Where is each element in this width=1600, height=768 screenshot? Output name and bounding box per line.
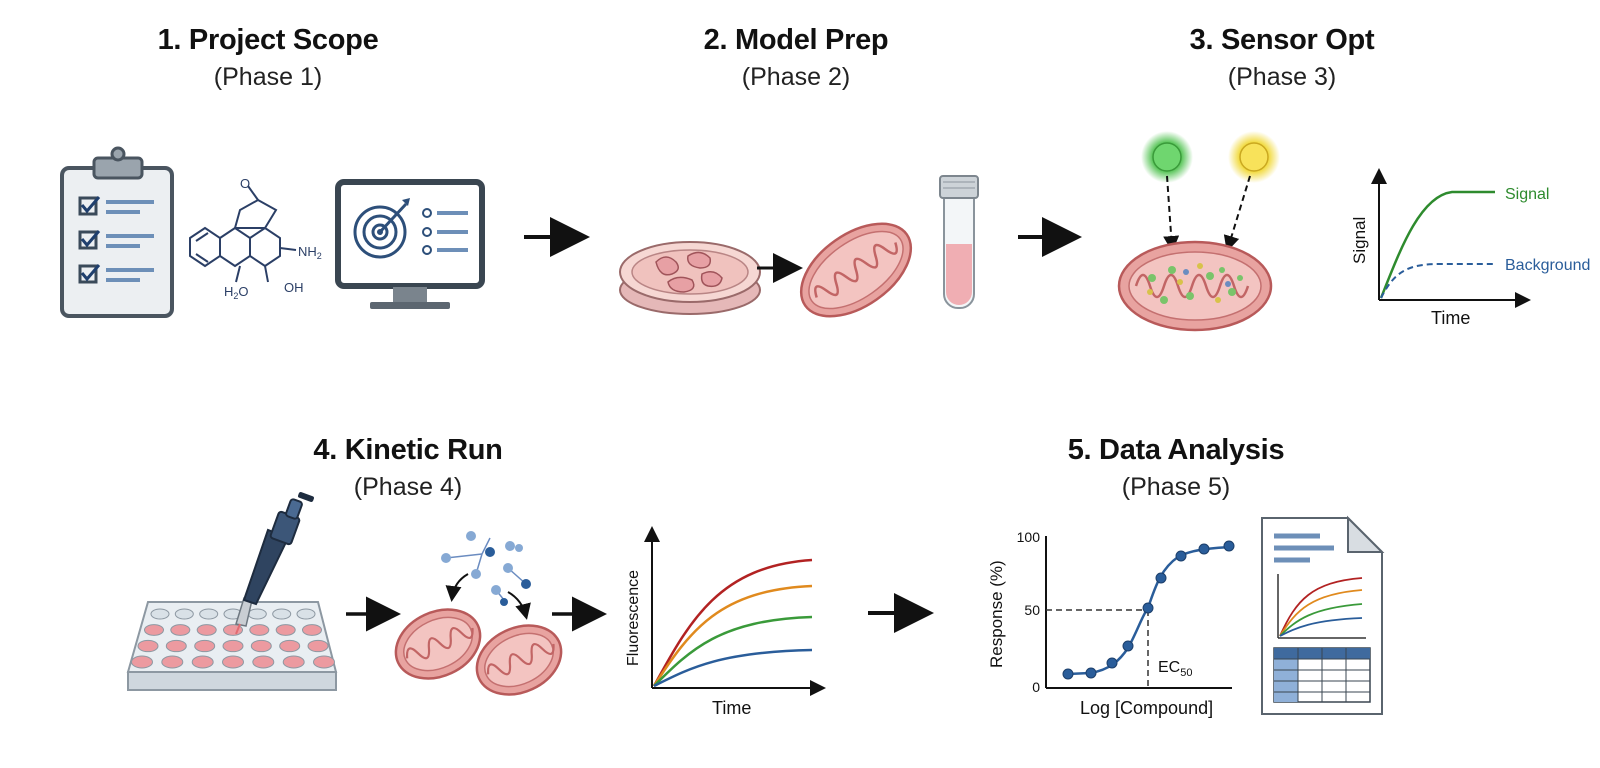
well bbox=[275, 624, 296, 636]
well bbox=[137, 639, 159, 653]
phase-2-title: 2. Model Prep bbox=[703, 24, 889, 56]
oh-label: OH bbox=[284, 280, 304, 295]
well bbox=[250, 639, 272, 653]
well bbox=[222, 655, 244, 669]
dose-point bbox=[1062, 668, 1074, 680]
kinetic-curve-blue bbox=[653, 648, 813, 688]
phase-1-title: 1. Project Scope bbox=[157, 24, 379, 56]
kinetic-x-label: Time bbox=[712, 698, 751, 718]
well bbox=[174, 608, 194, 620]
phase-5-title: 5. Data Analysis bbox=[1067, 434, 1285, 466]
kinetic-chart: Fluorescence Time bbox=[625, 526, 826, 718]
sensor-signal-chart: Signal Background Signal Time bbox=[1350, 168, 1590, 328]
dose-tick-100: 100 bbox=[1017, 529, 1041, 545]
well bbox=[252, 655, 275, 669]
report-document-icon bbox=[1261, 515, 1385, 715]
phase-5-heading: 5. Data Analysis (Phase 5) bbox=[996, 434, 1356, 502]
mitochondrion-sensor-icon bbox=[1117, 240, 1273, 332]
phase-4-subtitle: (Phase 4) bbox=[353, 473, 463, 501]
green-sensor-icon bbox=[1141, 131, 1193, 183]
well bbox=[247, 608, 267, 620]
dose-point bbox=[1155, 572, 1167, 584]
phase-2-heading: 2. Model Prep (Phase 2) bbox=[616, 24, 976, 92]
kinetic-curve-orange bbox=[652, 584, 813, 687]
ec50-label: EC50 bbox=[1158, 659, 1192, 679]
well bbox=[131, 655, 153, 669]
dose-point bbox=[1175, 550, 1187, 562]
well bbox=[194, 639, 216, 653]
well bbox=[282, 655, 305, 669]
phase-2-subtitle: (Phase 2) bbox=[741, 63, 851, 91]
well bbox=[170, 624, 191, 636]
dose-point bbox=[1223, 540, 1235, 552]
kinetic-y-label: Fluorescence bbox=[625, 570, 642, 666]
phase-4-heading: 4. Kinetic Run (Phase 4) bbox=[228, 434, 588, 502]
well bbox=[249, 624, 270, 636]
dose-x-label: Log [Compound] bbox=[1080, 698, 1213, 718]
yellow-sensor-icon bbox=[1228, 131, 1280, 183]
mitochondrion-pair-icon bbox=[394, 608, 563, 696]
phase-3-title: 3. Sensor Opt bbox=[1189, 24, 1375, 56]
clipboard-icon bbox=[60, 146, 174, 318]
mitochondrion-icon bbox=[799, 222, 913, 318]
nh2-label: NH2 bbox=[298, 244, 322, 261]
dose-tick-0: 0 bbox=[1032, 679, 1040, 695]
well bbox=[222, 639, 244, 653]
well bbox=[144, 624, 164, 636]
phase-5-subtitle: (Phase 5) bbox=[1121, 473, 1231, 501]
chemical-structure-icon bbox=[189, 185, 297, 283]
background-curve bbox=[1380, 263, 1495, 299]
pipette-icon bbox=[235, 492, 314, 635]
test-tube-icon bbox=[939, 175, 979, 309]
kinetic-curve-red bbox=[652, 558, 813, 687]
sensor-x-label: Time bbox=[1431, 308, 1470, 328]
green-sensor-arrow bbox=[1163, 175, 1180, 252]
oxygen-label: O bbox=[240, 176, 250, 191]
well bbox=[161, 655, 184, 669]
well bbox=[313, 655, 335, 669]
dose-tick-50: 50 bbox=[1024, 602, 1040, 618]
phase-4-title: 4. Kinetic Run bbox=[313, 434, 503, 466]
molecules-icon bbox=[441, 531, 531, 620]
report-table bbox=[1273, 647, 1371, 703]
dose-point bbox=[1122, 640, 1134, 652]
sensor-y-label: Signal bbox=[1350, 217, 1369, 264]
dose-y-label: Response (%) bbox=[987, 560, 1006, 668]
well bbox=[199, 608, 219, 620]
yellow-sensor-arrow bbox=[1223, 175, 1251, 252]
signal-curve bbox=[1379, 190, 1495, 299]
signal-legend-label: Signal bbox=[1505, 186, 1549, 203]
phase-3-heading: 3. Sensor Opt (Phase 3) bbox=[1102, 24, 1462, 92]
phase-1-heading: 1. Project Scope (Phase 1) bbox=[88, 24, 448, 92]
well bbox=[150, 608, 170, 620]
well bbox=[272, 608, 292, 620]
phase-3-subtitle: (Phase 3) bbox=[1227, 63, 1337, 91]
chemical-labels: O NH2 H2O OH bbox=[224, 176, 322, 301]
well-plate-icon bbox=[126, 601, 338, 691]
dose-point bbox=[1198, 543, 1210, 555]
dose-point bbox=[1106, 657, 1118, 669]
well bbox=[191, 655, 214, 669]
dose-response-chart: 100 50 0 EC50 Response (%) Log [Compound… bbox=[987, 529, 1235, 718]
background-legend-label: Background bbox=[1505, 257, 1590, 274]
well bbox=[307, 639, 329, 653]
well bbox=[302, 624, 322, 636]
phase-1-subtitle: (Phase 1) bbox=[213, 63, 323, 91]
well bbox=[196, 624, 217, 636]
well bbox=[296, 608, 316, 620]
kinetic-curve-green bbox=[653, 615, 813, 687]
monitor-target-icon bbox=[335, 179, 485, 309]
dose-point bbox=[1142, 602, 1154, 614]
well bbox=[279, 639, 301, 653]
dose-point bbox=[1085, 667, 1097, 679]
h2o-label: H2O bbox=[224, 284, 249, 301]
petri-dish-icon bbox=[619, 241, 761, 315]
well bbox=[165, 639, 187, 653]
wells-grid bbox=[131, 608, 335, 669]
